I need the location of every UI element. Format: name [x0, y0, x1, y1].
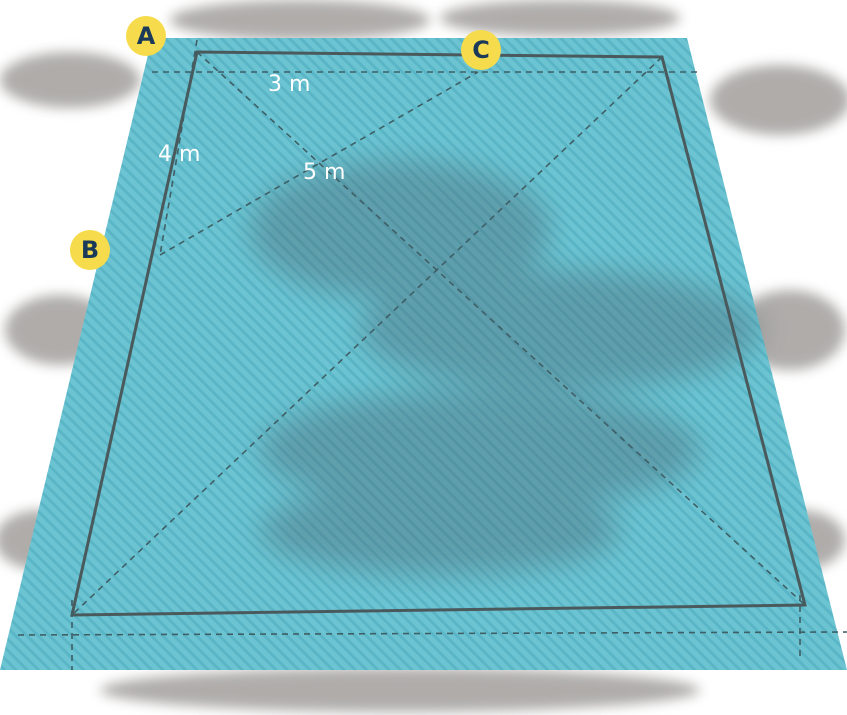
- point-a-label: A: [136, 22, 156, 50]
- diagonal-main-2: [71, 56, 663, 616]
- point-a-badge: A: [126, 16, 166, 56]
- measure-ac: 3 m: [268, 72, 311, 97]
- guide-left: [159, 39, 198, 256]
- measure-bc: 5 m: [303, 160, 346, 185]
- formwork-outline: [70, 50, 807, 617]
- slab-shadow: [250, 160, 760, 575]
- point-c-badge: C: [461, 30, 501, 70]
- point-b-label: B: [80, 236, 100, 264]
- point-b-badge: B: [70, 230, 110, 270]
- point-c-label: C: [472, 36, 490, 64]
- measure-ab: 4 m: [158, 142, 201, 167]
- dashed-guides: [17, 39, 847, 670]
- diagonal-main-1: [196, 51, 806, 606]
